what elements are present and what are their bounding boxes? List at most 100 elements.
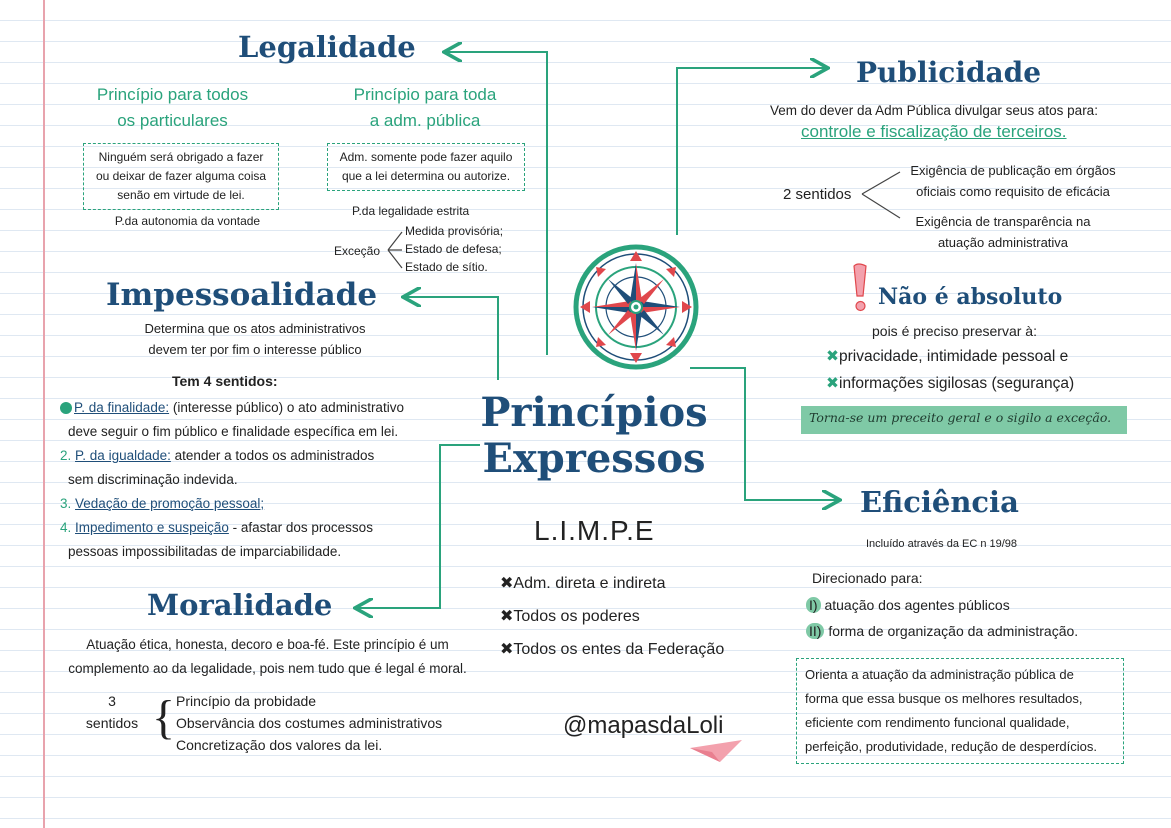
item-text: atender a todos os administrados bbox=[170, 448, 375, 463]
box-line: forma que essa busque os melhores result… bbox=[805, 691, 1083, 706]
desc-line: devem ter por fim o interesse público bbox=[148, 342, 362, 357]
box-line: Orienta a atuação da administração públi… bbox=[805, 667, 1074, 682]
scope-item: ✖Todos os poderes bbox=[500, 600, 724, 633]
moralidade-items: Princípio da probidade Observância dos c… bbox=[176, 690, 442, 756]
exception-list: Medida provisória; Estado de defesa; Est… bbox=[405, 222, 503, 276]
moralidade-brace: { bbox=[152, 691, 176, 744]
box-line: eficiente com rendimento funcional quali… bbox=[805, 715, 1070, 730]
item-number: II) bbox=[806, 623, 825, 639]
scope-text: Todos os poderes bbox=[513, 608, 640, 625]
heading-line: Princípio para toda bbox=[353, 85, 497, 104]
notebook-margin-line bbox=[43, 0, 45, 828]
x-mark-icon: ✖ bbox=[500, 575, 514, 592]
compass-icon bbox=[573, 244, 699, 370]
impedimento-link: Impedimento e suspeição bbox=[75, 520, 229, 535]
sentido-line: atuação administrativa bbox=[937, 235, 1069, 250]
preserve-text: pois é preciso preservar à: bbox=[872, 323, 1037, 339]
sentido-item: Princípio da probidade bbox=[176, 693, 317, 709]
preserve-item: ✖informações sigilosas (segurança) bbox=[826, 370, 1074, 397]
preserve-text: privacidade, intimidade pessoal e bbox=[839, 348, 1069, 365]
heading-line: Princípio para todos bbox=[96, 85, 249, 104]
center-title: Princípios Expressos bbox=[474, 390, 714, 482]
scope-item: ✖Todos os entes da Federação bbox=[500, 633, 724, 666]
eficiencia-list: I) atuação dos agentes públicos II) form… bbox=[806, 592, 1078, 644]
moralidade-desc: Atuação ética, honesta, decoro e boa-fé.… bbox=[55, 633, 480, 681]
arrow-impessoalidade bbox=[405, 297, 499, 380]
igualdade-link: P. da igualdade: bbox=[75, 448, 171, 463]
box-line: senão em virtude de lei. bbox=[117, 188, 245, 202]
count-number: 3 bbox=[108, 693, 116, 709]
sentido-item: Concretização dos valores da lei. bbox=[176, 737, 383, 753]
exception-branch bbox=[387, 231, 403, 269]
arrow-legalidade bbox=[446, 52, 548, 355]
item-text: deve seguir o fim público e finalidade e… bbox=[68, 424, 399, 439]
paper-plane-icon bbox=[690, 740, 742, 762]
box-line: perfeição, produtividade, redução de des… bbox=[805, 739, 1097, 754]
legalidade-col1-note: P.da autonomia da vontade bbox=[114, 214, 261, 228]
watermark: @mapasdaLoli bbox=[563, 712, 724, 739]
list-item: 4. Impedimento e suspeição - afastar dos… bbox=[60, 516, 460, 540]
item-text: atuação dos agentes públicos bbox=[824, 597, 1010, 613]
eficiencia-note: Incluído através da EC n 19/98 bbox=[866, 538, 1018, 550]
impessoalidade-desc: Determina que os atos administrativos de… bbox=[110, 318, 400, 360]
desc-line: complemento ao da legalidade, pois nem t… bbox=[68, 661, 467, 676]
x-mark-icon: ✖ bbox=[826, 348, 839, 365]
publicidade-branch bbox=[861, 171, 901, 219]
scope-list: ✖Adm. direta e indireta ✖Todos os podere… bbox=[500, 567, 724, 666]
title-line: Expressos bbox=[482, 435, 706, 482]
bullet-dot-icon bbox=[60, 402, 72, 415]
publicidade-sentido-1: Exigência de publicação em órgãos oficia… bbox=[903, 160, 1123, 202]
item-text: pessoas impossibilitadas de imparciabili… bbox=[68, 544, 342, 559]
arrow-eficiencia bbox=[690, 367, 838, 500]
vedacao-link: Vedação de promoção pessoal; bbox=[75, 496, 265, 511]
directed-item: II) forma de organização da administraçã… bbox=[806, 618, 1078, 644]
list-item: P. da finalidade: (interesse público) o … bbox=[60, 396, 460, 420]
list-item: 3. Vedação de promoção pessoal; bbox=[60, 492, 460, 516]
item-text: (interesse público) o ato administrativo bbox=[169, 400, 404, 415]
exception-item: Estado de sítio. bbox=[405, 260, 488, 274]
legalidade-col2-box: Adm. somente pode fazer aquilo que a lei… bbox=[327, 143, 525, 191]
eficiencia-directed: Direcionado para: bbox=[812, 570, 923, 586]
impessoalidade-title: Impessoalidade bbox=[106, 277, 378, 313]
sentido-line: Exigência de transparência na bbox=[915, 214, 1091, 229]
box-line: Adm. somente pode fazer aquilo bbox=[339, 150, 513, 164]
item-number: I) bbox=[806, 597, 821, 613]
moralidade-title: Moralidade bbox=[147, 588, 333, 622]
desc-line: Atuação ética, honesta, decoro e boa-fé.… bbox=[86, 637, 449, 652]
item-number: 3. bbox=[60, 496, 72, 511]
item-number: 2. bbox=[60, 448, 72, 463]
desc-line: Determina que os atos administrativos bbox=[144, 321, 366, 336]
count-label: sentidos bbox=[85, 715, 139, 731]
item-text: forma de organização da administração. bbox=[828, 623, 1079, 639]
legalidade-col1-box: Ninguém será obrigado a fazer ou deixar … bbox=[83, 143, 279, 210]
exception-item: Estado de defesa; bbox=[405, 242, 502, 256]
scope-text: Todos os entes da Federação bbox=[513, 641, 725, 658]
legalidade-col1-heading: Princípio para todos os particulares bbox=[85, 82, 260, 134]
title-line: Princípios bbox=[480, 389, 708, 436]
sentido-line: Exigência de publicação em órgãos bbox=[910, 163, 1116, 178]
legalidade-col2-note: P.da legalidade estrita bbox=[352, 204, 470, 218]
list-item: 2. P. da igualdade: atender a todos os a… bbox=[60, 444, 460, 468]
publicidade-desc: Vem do dever da Adm Pública divulgar seu… bbox=[770, 103, 1098, 118]
eficiencia-title: Eficiência bbox=[860, 485, 1019, 519]
sentido-line: oficiais como requisito de eficácia bbox=[916, 184, 1110, 199]
finalidade-link: P. da finalidade: bbox=[74, 400, 170, 415]
box-line: que a lei determina ou autorize. bbox=[341, 169, 511, 183]
legalidade-col2-heading: Princípio para toda a adm. pública bbox=[335, 82, 515, 134]
directed-item: I) atuação dos agentes públicos bbox=[806, 592, 1078, 618]
acronym: L.I.M.P.E bbox=[534, 515, 655, 546]
publicidade-sentido-2: Exigência de transparência na atuação ad… bbox=[903, 211, 1103, 253]
publicidade-sentidos-label: 2 sentidos bbox=[783, 186, 852, 203]
moralidade-count: 3 sentidos bbox=[80, 690, 144, 734]
exception-item: Medida provisória; bbox=[405, 224, 504, 238]
impessoalidade-sentidos-heading: Tem 4 sentidos: bbox=[172, 373, 278, 389]
x-mark-icon: ✖ bbox=[500, 608, 514, 625]
impessoalidade-list: P. da finalidade: (interesse público) o … bbox=[60, 396, 460, 564]
arrow-publicidade bbox=[676, 68, 826, 235]
box-line: ou deixar de fazer alguma coisa bbox=[95, 169, 267, 183]
exception-label: Exceção bbox=[334, 244, 381, 258]
sentido-item: Observância dos costumes administrativos bbox=[176, 715, 443, 731]
legalidade-title: Legalidade bbox=[238, 30, 416, 64]
publicidade-desc-link: controle e fiscalização de terceiros. bbox=[801, 122, 1067, 141]
